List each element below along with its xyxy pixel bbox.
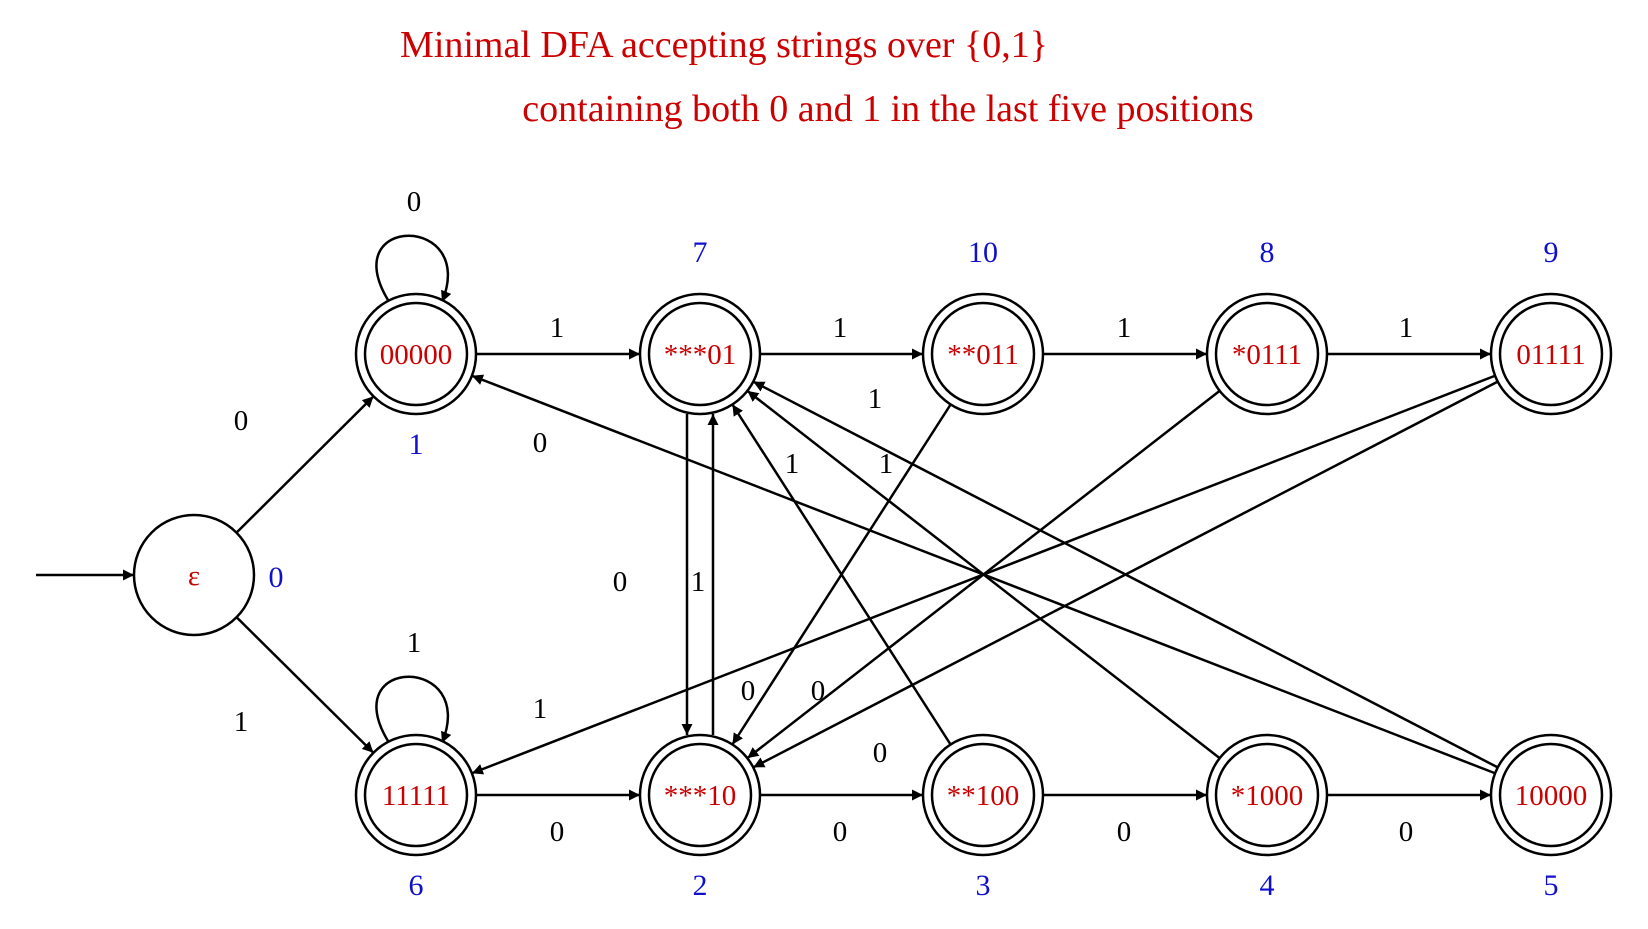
edge-label-6-6: 1 — [407, 627, 422, 659]
accepting-ring — [363, 742, 469, 848]
edge-label-0-1: 0 — [234, 405, 249, 437]
edge-label-9-6: 1 — [533, 693, 548, 725]
accepting-ring — [1214, 742, 1320, 848]
edges — [36, 234, 1499, 801]
state-label: 01111 — [1516, 339, 1585, 371]
edge-label-6-2: 0 — [550, 816, 565, 848]
state-number: 1 — [409, 428, 424, 461]
edge-label-1-1: 0 — [407, 186, 422, 218]
state-1: 00000 1 — [354, 292, 478, 461]
edge-label-2-3: 0 — [833, 816, 848, 848]
state-4: *1000 4 — [1205, 733, 1329, 902]
edge-label-0-6: 1 — [234, 706, 249, 738]
title-line-2: containing both 0 and 1 in the last five… — [522, 88, 1253, 130]
state-number: 10 — [968, 236, 998, 269]
accepting-ring — [363, 301, 469, 407]
edge-label-7-10: 1 — [833, 312, 848, 344]
state-number: 4 — [1260, 869, 1275, 902]
state-number: 3 — [976, 869, 991, 902]
edge-1-1 — [375, 234, 452, 303]
edge-label-2-7: 1 — [691, 566, 706, 598]
state-label: 11111 — [382, 780, 450, 812]
state-6: 11111 6 — [354, 733, 478, 902]
edge-label-7-2: 0 — [613, 566, 628, 598]
accepting-ring — [1214, 301, 1320, 407]
edge-3-7 — [731, 403, 952, 746]
state-7: ***01 7 — [638, 236, 762, 416]
state-8: *0111 8 — [1205, 236, 1329, 416]
accepting-ring — [647, 742, 753, 848]
state-number: 9 — [1544, 236, 1559, 269]
state-number: 5 — [1544, 869, 1559, 902]
edge-label-1-7: 1 — [550, 312, 565, 344]
state-number: 7 — [693, 236, 708, 269]
edge-label-3-7: 1 — [785, 448, 800, 480]
edge-label-9-2: 0 — [873, 737, 888, 769]
edge-label-4-7: 1 — [879, 448, 894, 480]
accepting-ring — [930, 742, 1036, 848]
edge-label-10-8: 1 — [1117, 312, 1132, 344]
edge-0-1 — [235, 395, 375, 534]
edge-5-7 — [752, 380, 1499, 769]
accepting-ring — [1498, 742, 1604, 848]
state-number: 0 — [269, 561, 284, 594]
state-9: 01111 9 — [1489, 236, 1613, 416]
edge-label-4-5: 0 — [1399, 816, 1414, 848]
state-3: **100 3 — [921, 733, 1045, 902]
edge-5-1 — [471, 374, 1496, 775]
edge-0-6 — [235, 616, 375, 754]
title-line-1: Minimal DFA accepting strings over {0,1} — [400, 24, 1048, 66]
edge-label-10-2: 0 — [741, 675, 756, 707]
accepting-ring — [1498, 301, 1604, 407]
state-label: 10000 — [1515, 780, 1588, 812]
state-label: *0111 — [1232, 339, 1302, 371]
state-label: ***01 — [664, 339, 737, 371]
state-label: *1000 — [1231, 780, 1304, 812]
state-10: **011 10 — [921, 236, 1045, 416]
edge-label-8-9: 1 — [1399, 312, 1414, 344]
edge-label-5-1: 0 — [533, 427, 548, 459]
state-2: ***10 2 — [638, 733, 762, 902]
state-number: 2 — [693, 869, 708, 902]
accepting-ring — [647, 301, 753, 407]
state-number: 6 — [409, 869, 424, 902]
state-number: 8 — [1260, 236, 1275, 269]
edge-label-5-7: 1 — [868, 383, 883, 415]
edge-label-3-4: 0 — [1117, 816, 1132, 848]
state-label: **100 — [947, 780, 1020, 812]
state-label: ε — [188, 560, 200, 592]
state-5: 10000 5 — [1489, 733, 1613, 902]
edge-6-6 — [375, 675, 452, 744]
state-circle — [132, 513, 256, 637]
edge-label-8-2: 0 — [811, 675, 826, 707]
state-label: ***10 — [664, 780, 737, 812]
accepting-ring — [930, 301, 1036, 407]
state-label: 00000 — [380, 339, 453, 371]
state-label: **011 — [947, 339, 1018, 371]
